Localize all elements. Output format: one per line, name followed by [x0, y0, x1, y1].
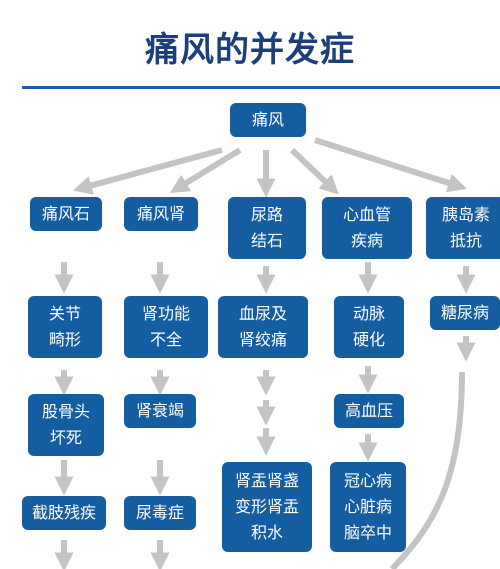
node-col4-level3: 高血压	[334, 394, 404, 428]
title-divider	[22, 86, 500, 89]
arrow-root-to-col1	[72, 147, 223, 195]
arrow-root-to-col5	[314, 137, 468, 193]
node-col1-level1: 痛风石	[30, 197, 102, 231]
node-col2-level4: 尿毒症	[124, 496, 196, 530]
node-col3-level4: 肾盂肾盏 变形肾盂 积水	[222, 462, 312, 552]
arrow-root-to-col2	[169, 147, 242, 194]
node-col4-level1: 心血管 疾病	[322, 197, 412, 259]
node-col2-level3: 肾衰竭	[124, 394, 196, 428]
node-col2-level2: 肾功能 不全	[124, 296, 208, 358]
node-col5-level1: 胰岛素 抵抗	[426, 197, 500, 259]
node-col2-level1: 痛风肾	[124, 197, 198, 231]
curved-connector	[389, 371, 465, 569]
page-title: 痛风的并发症	[145, 30, 355, 70]
node-col4-level2: 动脉 硬化	[334, 296, 404, 358]
node-col1-level4: 截肢残疾	[22, 496, 106, 530]
node-col5-level2: 糖尿病	[430, 296, 500, 330]
node-col4-level4: 冠心病 心脏病 脑卒中	[330, 462, 406, 552]
node-col1-level2: 关节 畸形	[28, 296, 102, 358]
arrow-root-to-col4	[289, 147, 339, 195]
node-col3-level1: 尿路 结石	[228, 197, 306, 259]
node-root: 痛风	[230, 103, 306, 137]
node-col1-level3: 股骨头 坏死	[28, 394, 104, 456]
node-col3-level2: 血尿及 肾绞痛	[218, 296, 308, 358]
